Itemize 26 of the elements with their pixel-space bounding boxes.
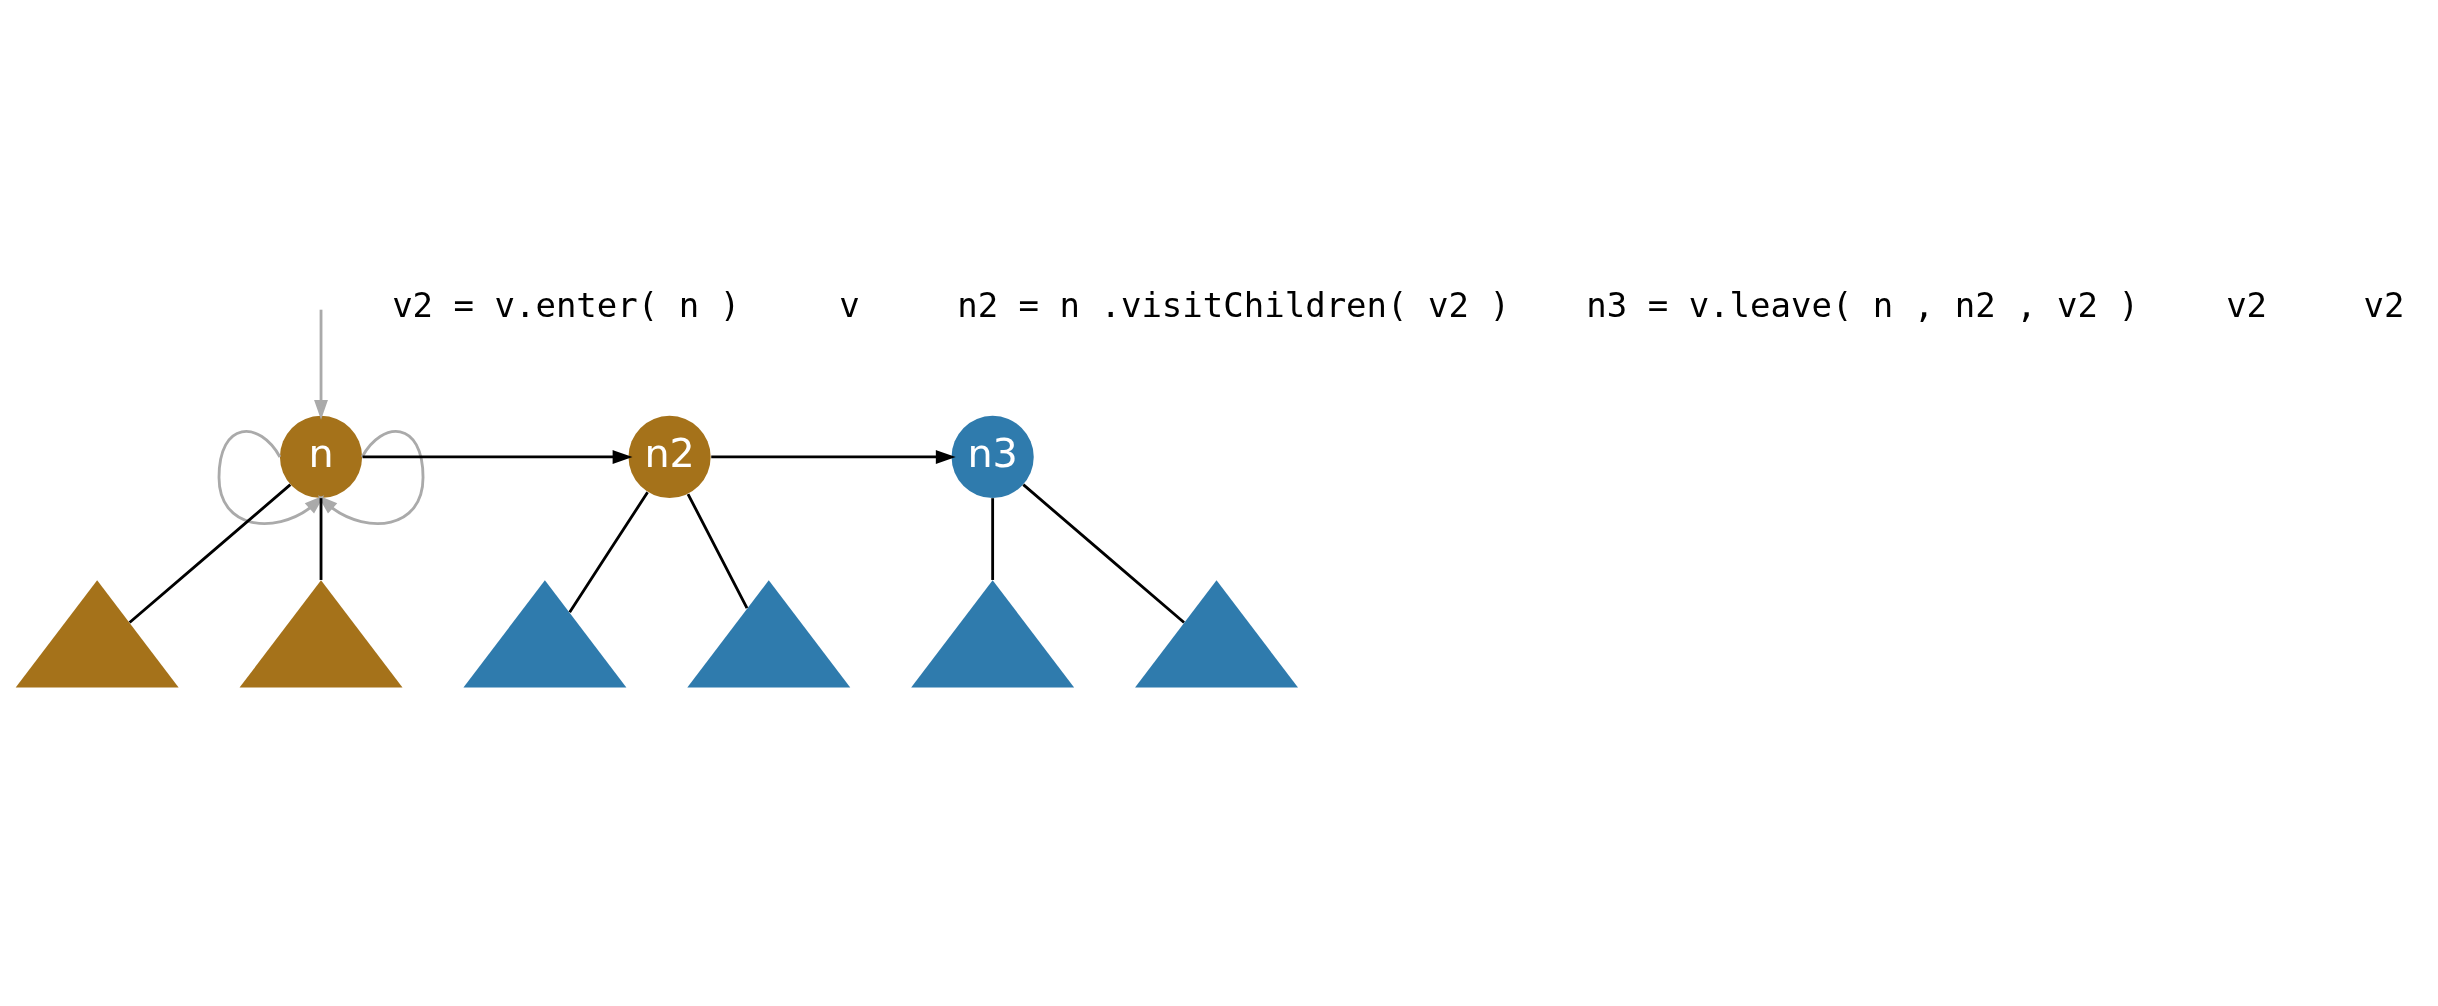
label: v2 = v.enter( n ) — [392, 284, 741, 325]
node-circle: n3 — [951, 415, 1034, 499]
arrow — [317, 430, 425, 525]
node-circle: n2 — [628, 415, 711, 499]
node-triangle — [1135, 580, 1298, 688]
node-triangle — [239, 580, 403, 688]
node-triangle — [15, 580, 179, 688]
label: v2 — [2363, 284, 2405, 325]
arrow — [217, 430, 325, 525]
arrow — [362, 450, 633, 464]
label: v — [839, 284, 860, 325]
node-circle: n — [279, 415, 363, 499]
label: n3 = v.leave( n , n2 , v2 ) — [1586, 284, 2139, 325]
connector — [128, 483, 292, 624]
label: n2 = n .visitChildren( v2 ) — [957, 284, 1510, 325]
connector — [991, 498, 995, 580]
node-triangle — [687, 580, 851, 688]
arrow — [314, 309, 328, 420]
node-triangle — [911, 580, 1075, 688]
node-triangle — [463, 580, 627, 688]
connector — [568, 491, 649, 613]
connector — [319, 498, 323, 580]
connector — [1022, 483, 1185, 624]
label: v2 — [2226, 284, 2268, 325]
connector — [686, 493, 749, 609]
arrow — [711, 450, 956, 464]
